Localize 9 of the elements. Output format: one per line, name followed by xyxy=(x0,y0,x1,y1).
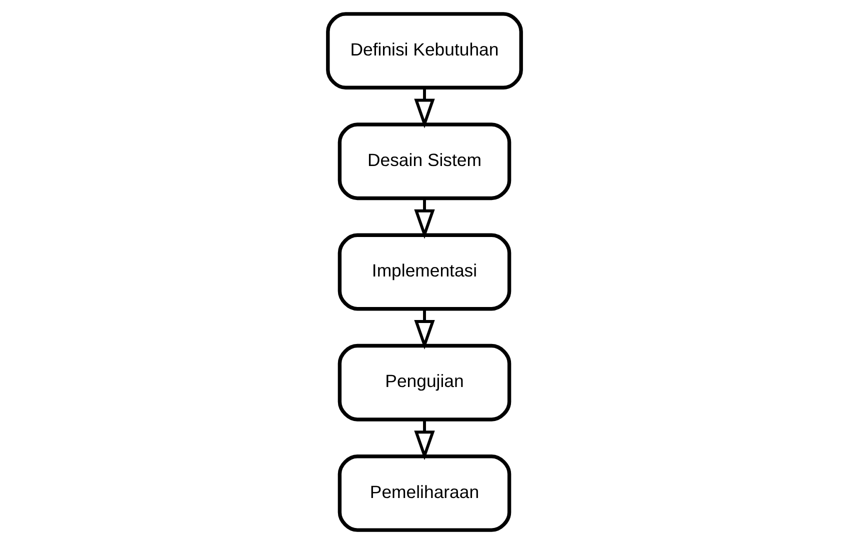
node-box: Pemeliharaan xyxy=(337,454,511,532)
node-box: Definisi Kebutuhan xyxy=(326,12,522,90)
arrow xyxy=(414,420,434,460)
node-box: Pengujian xyxy=(337,344,511,422)
arrow xyxy=(414,88,434,128)
arrow xyxy=(414,309,434,350)
node-box: Implementasi xyxy=(337,233,511,311)
node-box: Desain Sistem xyxy=(337,122,511,200)
arrow xyxy=(414,198,434,239)
